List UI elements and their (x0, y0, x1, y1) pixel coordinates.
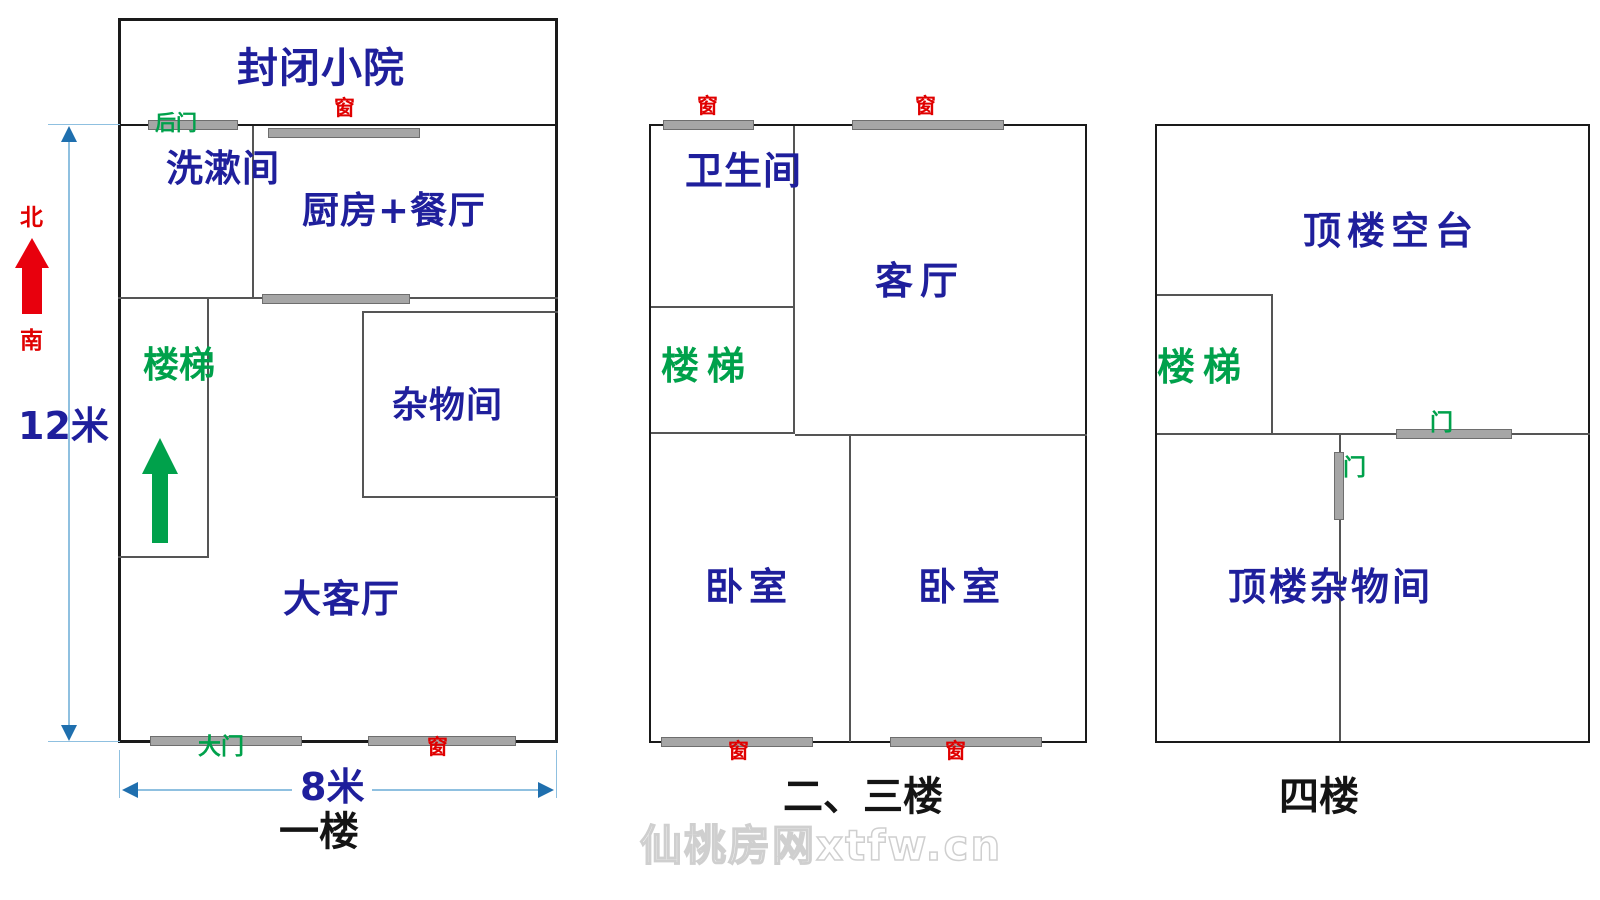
label-door-f4-vertical: 门 (1343, 455, 1366, 481)
wall-f2-right (1085, 124, 1087, 743)
room-label-big-living: 大客厅 (283, 577, 401, 621)
room-label-stair-f4: 楼梯 (1157, 345, 1250, 389)
wall-f1-washroom-right (252, 126, 254, 298)
dim-horizontal-arrow-left (122, 782, 138, 798)
opening-f1-kitchen-window-south[interactable] (262, 294, 410, 304)
opening-f1-main-door[interactable] (150, 736, 302, 746)
dim-vertical-arrow-bottom (61, 725, 77, 741)
wall-f2-bottom (649, 741, 1087, 743)
room-label-stair-f1: 楼梯 (143, 345, 216, 386)
wall-f1-bottom (118, 740, 558, 743)
wall-f1-storage-top (362, 311, 558, 313)
wall-f4-top (1155, 124, 1590, 126)
dimension-height-label: 12米 (18, 404, 109, 448)
dim-extension-left (119, 750, 120, 798)
wall-f2-bath-bottom (651, 306, 793, 308)
dim-extension-right (556, 750, 557, 798)
wall-f1-stair-bottom (118, 556, 209, 558)
room-label-bedroom-1: 卧室 (705, 565, 794, 609)
wall-f4-stair-top (1157, 294, 1272, 296)
room-label-roof-terrace: 顶楼空台 (1303, 209, 1480, 253)
opening-f2-living-window-north[interactable] (852, 120, 1004, 130)
opening-f2-bedroom2-window[interactable] (890, 737, 1042, 747)
dim-vertical-arrow-top (61, 126, 77, 142)
room-label-courtyard: 封闭小院 (237, 44, 405, 92)
room-label-stair-f2: 楼梯 (661, 344, 754, 388)
opening-f1-kitchen-window-north[interactable] (268, 128, 420, 138)
wall-f1-top (118, 18, 558, 21)
label-window-f2-bedroom2: 窗 (945, 739, 966, 763)
wall-f1-storage-left (362, 312, 364, 497)
room-label-kitchen-dining: 厨房+餐厅 (302, 189, 487, 232)
opening-f1-living-window-south[interactable] (368, 736, 516, 746)
wall-f4-stair-right (1271, 294, 1273, 434)
label-window-f2-bedroom1: 窗 (728, 739, 749, 763)
label-window-f1-kitchen-north: 窗 (334, 96, 355, 120)
room-label-bedroom-2: 卧室 (918, 565, 1007, 609)
opening-f2-bath-window[interactable] (663, 120, 754, 130)
label-window-f2-living: 窗 (915, 94, 936, 118)
room-label-storage-f1: 杂物间 (392, 385, 504, 426)
site-watermark: 仙桃房网xtfw.cn (639, 820, 1003, 871)
room-label-living-f2: 客厅 (875, 259, 966, 303)
floor-caption-2: 二、三楼 (783, 774, 943, 820)
compass-south-label: 南 (20, 328, 43, 354)
wall-f4-terrace-divider (1157, 433, 1590, 435)
opening-f1-back-door[interactable] (148, 120, 238, 130)
opening-f2-bedroom1-window[interactable] (661, 737, 813, 747)
wall-f1-stair-right (207, 299, 209, 557)
label-main-door: 大门 (198, 734, 244, 760)
wall-f4-bottom (1155, 741, 1590, 743)
floor-caption-3: 四楼 (1279, 774, 1359, 820)
wall-f1-washroom-bottom (118, 297, 254, 299)
wall-f2-left (649, 124, 651, 743)
wall-f2-stair-bottom (651, 432, 795, 434)
label-window-f1-living-south: 窗 (427, 735, 448, 759)
north-arrow-shaft (22, 266, 42, 314)
floor-caption-1: 一楼 (279, 809, 359, 855)
wall-f2-living-bottom (795, 434, 1087, 436)
dim-extension-top (48, 124, 120, 125)
dimension-width-label: 8米 (292, 768, 373, 807)
dim-vertical-line (68, 128, 70, 738)
label-door-f4-horizontal: 门 (1430, 410, 1453, 436)
north-arrow-head (15, 238, 49, 268)
wall-f2-bedroom-divider (849, 434, 851, 742)
opening-f4-door-horizontal[interactable] (1396, 429, 1512, 439)
room-label-roof-storage: 顶楼杂物间 (1228, 565, 1434, 609)
wall-f1-left (118, 18, 121, 743)
wall-f2-bath-right (793, 126, 795, 434)
label-window-f2-bath: 窗 (697, 94, 718, 118)
dim-extension-bottom (48, 741, 120, 742)
stair-arrow-head-f1 (142, 438, 178, 474)
wall-f1-right (555, 18, 558, 743)
label-back-door: 后门 (155, 111, 197, 135)
dim-horizontal-arrow-right (538, 782, 554, 798)
opening-f4-door-vertical[interactable] (1334, 452, 1344, 520)
wall-f1-courtyard-divider (118, 124, 558, 126)
room-label-washroom: 洗漱间 (166, 147, 280, 190)
wall-f1-storage-bottom (362, 496, 558, 498)
room-label-bathroom: 卫生间 (685, 149, 803, 193)
wall-f4-left (1155, 124, 1157, 743)
compass-north-label: 北 (20, 205, 43, 231)
wall-f4-storage-divider (1339, 435, 1341, 741)
stair-arrow-shaft-f1 (152, 470, 168, 543)
